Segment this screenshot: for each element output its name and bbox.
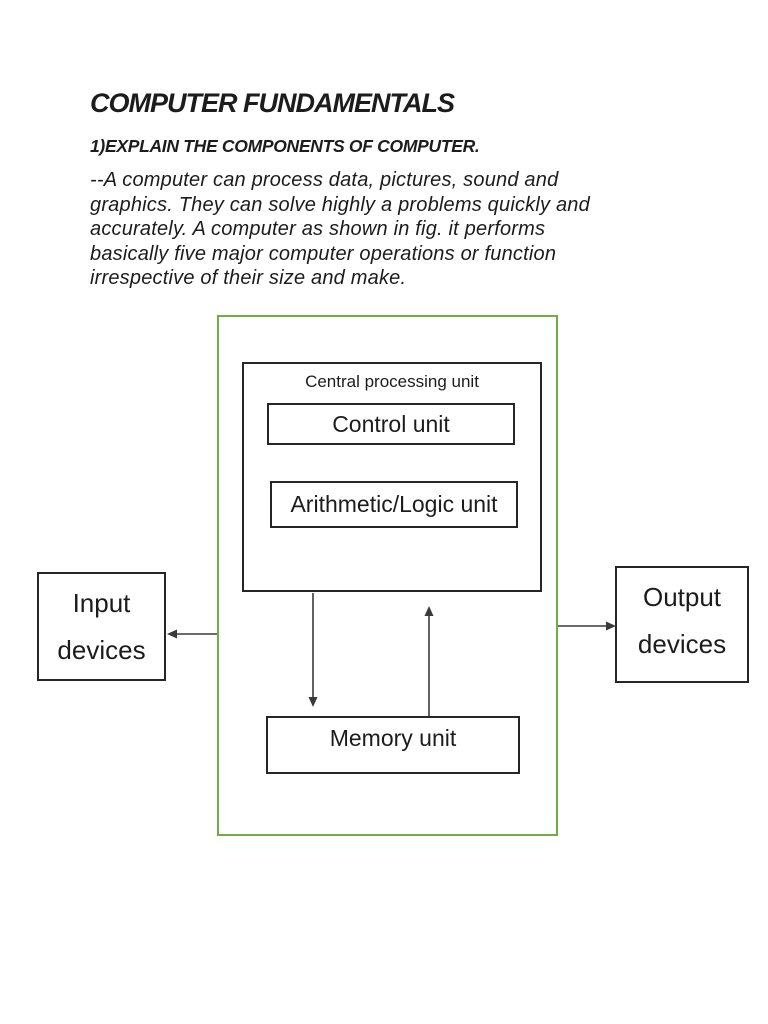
output-devices-box: Output devices — [615, 566, 749, 683]
arithmetic-logic-unit-label: Arithmetic/Logic unit — [290, 491, 498, 517]
output-devices-label: Output devices — [637, 581, 727, 659]
memory-unit-label: Memory unit — [329, 724, 457, 751]
control-unit-label: Control unit — [332, 410, 450, 437]
answer-paragraph: --A computer can process data, pictures,… — [90, 169, 590, 290]
question-heading: 1)EXPLAIN THE COMPONENTS OF COMPUTER. — [90, 136, 480, 156]
control-unit-box: Control unit — [267, 403, 515, 445]
cpu-box: Central processing unit — [242, 362, 542, 592]
cpu-label: Central processing unit — [305, 372, 479, 391]
page-title: COMPUTER FUNDAMENTALS — [90, 88, 455, 118]
memory-unit-box: Memory unit — [266, 716, 520, 774]
arithmetic-logic-unit-box: Arithmetic/Logic unit — [270, 481, 518, 528]
arrow-to-input-devices-icon — [167, 629, 217, 639]
arrow-to-output-devices-icon — [558, 621, 616, 631]
input-devices-label: Input devices — [57, 587, 146, 665]
input-devices-box: Input devices — [37, 572, 166, 681]
